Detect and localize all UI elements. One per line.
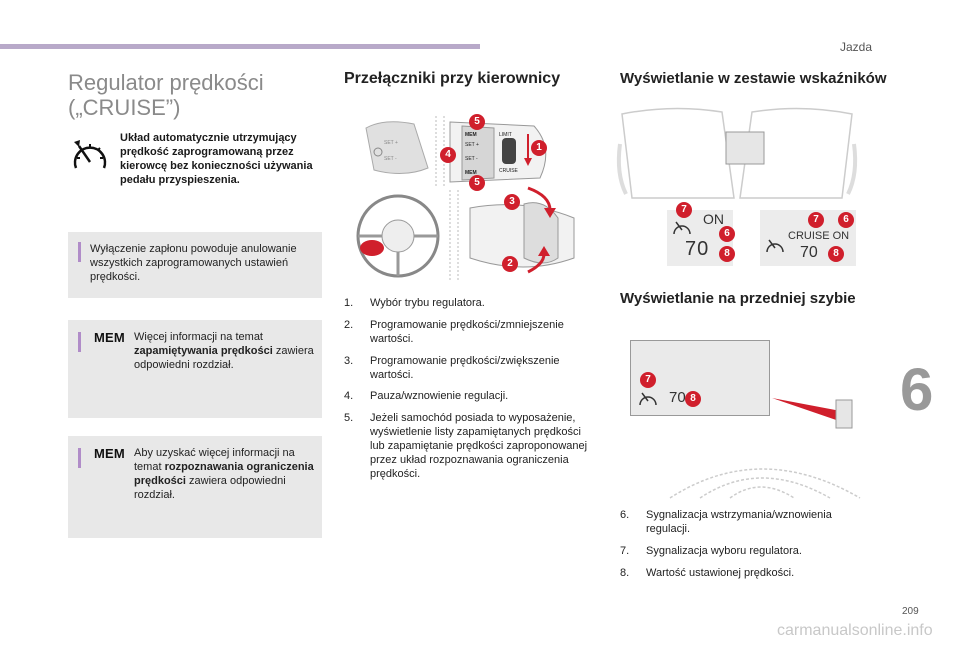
info-marker — [78, 332, 81, 352]
heading-windscreen-display: Wyświetlanie na przedniej szybie — [620, 290, 856, 307]
info-text-ignition: Wyłączenie zapłonu powoduje anulowanie w… — [90, 243, 297, 283]
svg-text:MEM: MEM — [465, 170, 477, 176]
page-number: 209 — [902, 606, 919, 617]
callout-4: 4 — [440, 147, 456, 163]
cruise-icon — [673, 221, 691, 235]
callout-6: 6 — [719, 226, 735, 242]
svg-text:SET +: SET + — [384, 140, 398, 146]
windscreen-illustration — [669, 398, 861, 499]
callout-8: 8 — [719, 246, 735, 262]
svg-text:CRUISE: CRUISE — [499, 168, 519, 174]
speedometer-icon — [73, 140, 107, 169]
list-num-8: 8. — [620, 567, 630, 579]
callout-8: 8 — [685, 391, 701, 407]
list-text-1: Wybór trybu regulatora. — [370, 297, 485, 309]
instrument-cluster-illustration — [616, 107, 858, 199]
list-num-3: 3. — [344, 355, 354, 367]
list-text-8: Wartość ustawionej prędkości. — [646, 567, 795, 579]
list-text-6: Sygnalizacja wstrzymania/wznowienia regu… — [646, 509, 832, 535]
callout-7: 7 — [808, 212, 824, 228]
top-accent-bar — [0, 44, 480, 49]
steering-stalk-illustration: SET + SET - MEM SET + SET - MEM LIMIT CR… — [356, 116, 575, 280]
list-text-2: Programowanie prędkości/zmniejszenie war… — [370, 319, 564, 345]
list-text-7: Sygnalizacja wyboru regulatora. — [646, 545, 802, 557]
cruise-icon — [766, 239, 784, 253]
mem-label: MEM — [94, 330, 125, 345]
display-state-on: ON — [703, 211, 724, 227]
heading-steering-switches: Przełączniki przy kierownicy — [344, 70, 561, 87]
list-text-4: Pauza/wznowienie regulacji. — [370, 390, 509, 402]
watermark: carmanualsonline.info — [777, 622, 933, 639]
info-marker — [78, 242, 81, 262]
list-num-1: 1. — [344, 297, 354, 309]
hud-speed: 70 — [669, 389, 686, 406]
section-label: Jazda — [839, 40, 872, 54]
cruise-icon — [639, 392, 657, 406]
page-title: Regulator prędkości („CRUISE”) — [68, 70, 264, 120]
callout-2: 2 — [502, 256, 518, 272]
info-box-ignition: Wyłączenie zapłonu powoduje anulowanie w… — [68, 232, 322, 298]
callout-5-bottom: 5 — [469, 175, 485, 191]
callout-7: 7 — [640, 372, 656, 388]
list-text-3: Programowanie prędkości/zwiększenie wart… — [370, 355, 560, 381]
callout-8: 8 — [828, 246, 844, 262]
callout-1: 1 — [531, 140, 547, 156]
list-num-7: 7. — [620, 545, 630, 557]
info-box-memory: MEM Więcej informacji na temat zapamięty… — [68, 320, 322, 418]
intro-text: Układ automatycznie utrzymujący prędkość… — [120, 132, 313, 186]
callout-7: 7 — [676, 202, 692, 218]
info-box-speed-limit: MEM Aby uzyskać więcej informacji na tem… — [68, 436, 322, 538]
svg-text:LIMIT: LIMIT — [499, 132, 512, 138]
svg-text:SET -: SET - — [465, 156, 478, 162]
list-num-2: 2. — [344, 319, 354, 331]
callout-3: 3 — [504, 194, 520, 210]
display-speed: 70 — [800, 244, 818, 261]
display-mode: CRUISE ON — [788, 230, 850, 242]
svg-text:SET -: SET - — [384, 156, 397, 162]
svg-text:MEM: MEM — [465, 132, 477, 138]
list-text-5: Jeżeli samochód posiada to wyposażenie, … — [370, 412, 588, 480]
mem-label: MEM — [94, 446, 125, 461]
callout-6: 6 — [838, 212, 854, 228]
list-num-4: 4. — [344, 390, 354, 402]
list-num-5: 5. — [344, 412, 354, 424]
info-marker — [78, 448, 81, 468]
display-speed: 70 — [685, 238, 710, 260]
callout-5-top: 5 — [469, 114, 485, 130]
list-num-6: 6. — [620, 509, 630, 521]
heading-instrument-display: Wyświetlanie w zestawie wskaźników — [620, 70, 887, 87]
info-text-speed-limit: Aby uzyskać więcej informacji na temat r… — [134, 447, 314, 501]
chapter-number: 6 — [900, 356, 934, 423]
svg-text:SET +: SET + — [465, 142, 479, 148]
info-text-memory: Więcej informacji na temat zapamiętywani… — [134, 331, 314, 371]
